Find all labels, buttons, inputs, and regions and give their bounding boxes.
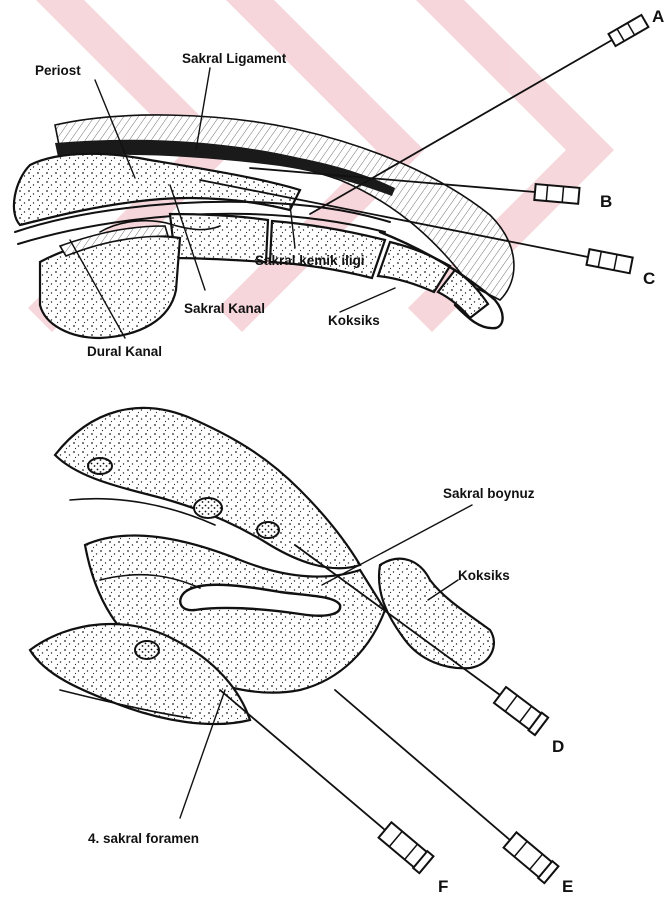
label-dural-kanal: Dural Kanal xyxy=(87,344,162,359)
foramen-upper xyxy=(88,458,112,474)
label-koksiks-bottom: Koksiks xyxy=(458,568,510,583)
letter-b: B xyxy=(600,192,612,211)
label-sakral-kanal: Sakral Kanal xyxy=(184,301,265,316)
letter-e: E xyxy=(562,877,573,896)
foramen-4-sakral xyxy=(135,641,159,659)
label-sakral-ligament: Sakral Ligament xyxy=(182,51,287,66)
foramen-right xyxy=(257,522,279,538)
anterior-block xyxy=(40,236,180,338)
label-sakral-kemik-iligi: Sakral kemik iligi xyxy=(255,253,365,268)
label-periost: Periost xyxy=(35,63,81,78)
label-sakral-boynuz: Sakral boynuz xyxy=(443,486,535,501)
letter-a: A xyxy=(652,7,664,26)
sacral-segment-1 xyxy=(170,214,268,262)
label-4-sakral-foramen: 4. sakral foramen xyxy=(88,831,199,846)
foramen-middle xyxy=(194,498,222,518)
posterior-sacrum xyxy=(30,408,494,724)
label-koksiks-top: Koksiks xyxy=(328,313,380,328)
letter-c: C xyxy=(643,269,655,288)
letter-f: F xyxy=(438,877,448,896)
letter-d: D xyxy=(552,737,564,756)
needle-f xyxy=(220,690,433,873)
